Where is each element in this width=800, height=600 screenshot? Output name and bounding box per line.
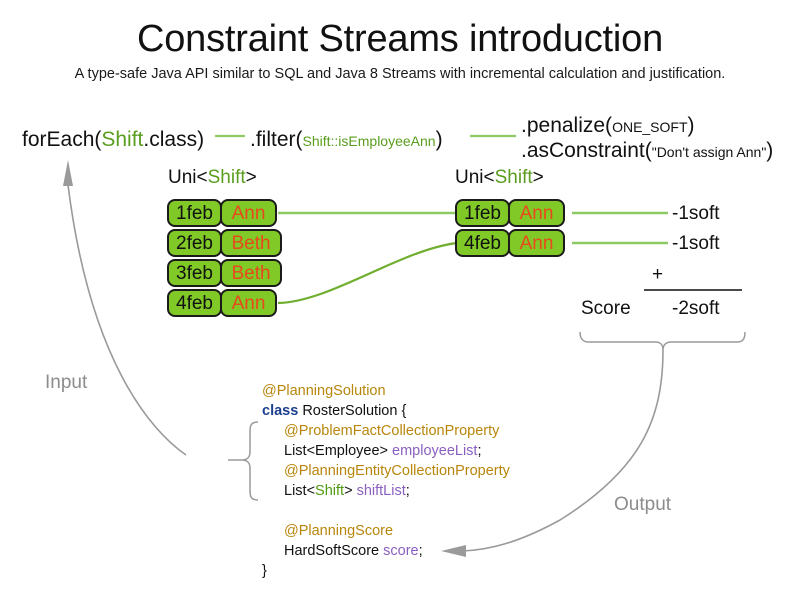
code-field-score: score <box>383 543 419 559</box>
sum-operator: + <box>652 264 664 285</box>
uni-right-prefix: Uni< <box>455 167 495 188</box>
penalize-arg: ONE_SOFT <box>612 119 688 135</box>
code-type-hard-soft-score: HardSoftScore <box>284 543 384 559</box>
shift-employee: Ann <box>508 199 565 227</box>
shift-row[interactable]: 4feb Ann <box>455 229 565 257</box>
output-label: Output <box>614 494 672 515</box>
shift-date: 4feb <box>455 229 510 257</box>
as-constraint-prefix: .asConstraint( <box>521 139 652 162</box>
code-field-employee-list: employeeList <box>392 443 478 459</box>
fields-brace <box>241 421 259 501</box>
uni-left-prefix: Uni< <box>168 167 208 188</box>
code-block: @PlanningSolution class RosterSolution {… <box>262 381 510 581</box>
for-each-type: Shift <box>101 128 144 151</box>
shift-row[interactable]: 4feb Ann <box>167 289 282 317</box>
uni-right-type: Shift <box>494 167 533 188</box>
sum-divider <box>644 289 742 291</box>
shift-employee: Ann <box>508 229 565 257</box>
penalize-suffix: ) <box>687 114 695 137</box>
code-keyword-class: class <box>262 403 299 419</box>
filtered-shift-list: 1feb Ann 4feb Ann <box>455 199 565 259</box>
stream-type-left: Uni<Shift> <box>168 167 257 189</box>
code-class-name: RosterSolution { <box>298 403 407 419</box>
shift-date: 3feb <box>167 259 222 287</box>
match-line-4feb <box>277 241 458 305</box>
filter-arg: Shift::isEmployeeAnn <box>302 133 436 149</box>
code-type-shift-generic: Shift <box>315 483 345 499</box>
shift-date: 1feb <box>167 199 222 227</box>
shift-employee: Beth <box>220 229 282 257</box>
input-arrowhead <box>63 160 73 186</box>
as-constraint-arg: "Don't assign Ann" <box>651 144 767 160</box>
shift-date: 1feb <box>455 199 510 227</box>
pipeline-filter[interactable]: .filter(Shift::isEmployeeAnn) <box>250 128 443 152</box>
code-semicolon: ; <box>405 483 410 499</box>
stream-type-right: Uni<Shift> <box>455 167 544 189</box>
as-constraint-suffix: ) <box>766 139 774 162</box>
code-type-employee-list: List<Employee> <box>284 443 393 459</box>
page-subtitle: A type-safe Java API similar to SQL and … <box>74 66 726 82</box>
shift-row[interactable]: 3feb Beth <box>167 259 282 287</box>
shift-employee: Ann <box>220 199 277 227</box>
score-label: Score <box>581 298 631 319</box>
shift-row[interactable]: 1feb Ann <box>167 199 282 227</box>
penalize-prefix: .penalize( <box>521 114 613 137</box>
filter-suffix: ) <box>435 128 443 151</box>
for-each-prefix: forEach( <box>22 128 102 151</box>
code-annotation-problem-fact: @ProblemFactCollectionProperty <box>284 423 500 439</box>
code-type-shift-list-pre: List< <box>284 483 316 499</box>
shift-row[interactable]: 2feb Beth <box>167 229 282 257</box>
code-semicolon: ; <box>418 543 423 559</box>
shift-employee: Ann <box>220 289 277 317</box>
code-annotation-planning-entity: @PlanningEntityCollectionProperty <box>284 463 510 479</box>
code-semicolon: ; <box>477 443 482 459</box>
input-label: Input <box>45 372 88 393</box>
penalty-value-2: -1soft <box>672 233 720 254</box>
penalty-value-1: -1soft <box>672 203 720 224</box>
score-total: -2soft <box>672 298 720 319</box>
input-shift-list: 1feb Ann 2feb Beth 3feb Beth 4feb Ann <box>167 199 282 319</box>
pipeline-as-constraint[interactable]: .asConstraint("Don't assign Ann") <box>521 139 773 163</box>
uni-left-suffix: > <box>245 167 257 188</box>
pipeline-penalize[interactable]: .penalize(ONE_SOFT) <box>521 114 695 138</box>
code-close-brace: } <box>262 563 267 579</box>
code-field-shift-list: shiftList <box>356 483 406 499</box>
shift-employee: Beth <box>220 259 282 287</box>
shift-date: 4feb <box>167 289 222 317</box>
shift-date: 2feb <box>167 229 222 257</box>
shift-row[interactable]: 1feb Ann <box>455 199 565 227</box>
pipeline-for-each[interactable]: forEach(Shift.class) <box>22 128 204 152</box>
uni-right-suffix: > <box>532 167 544 188</box>
page-title: Constraint Streams introduction <box>136 18 664 60</box>
code-type-shift-list-post: > <box>344 483 357 499</box>
code-annotation-planning-solution: @PlanningSolution <box>262 383 386 399</box>
for-each-suffix: .class) <box>143 128 205 151</box>
uni-left-type: Shift <box>207 167 246 188</box>
code-annotation-planning-score: @PlanningScore <box>284 523 394 539</box>
score-brace <box>579 331 746 351</box>
filter-prefix: .filter( <box>250 128 303 151</box>
